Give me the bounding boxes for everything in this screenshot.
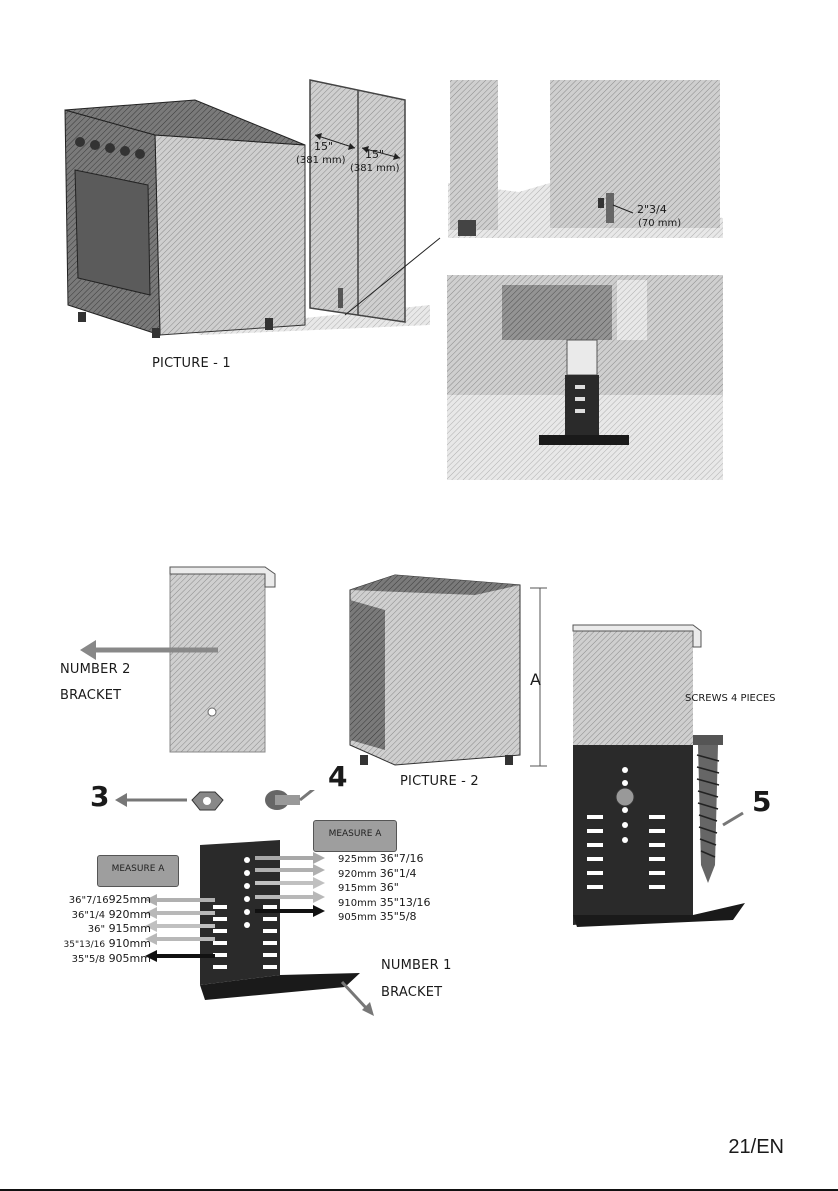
dim-right-mm: (381 mm): [350, 163, 400, 174]
right-measures-list: 925mm 36"7/16 920mm 36"1/4 915mm 36" 910…: [338, 852, 431, 925]
cooker-side-illustration: [335, 570, 555, 775]
range-cooker-illustration: [40, 60, 460, 360]
bracket-assembly-illustration: [565, 615, 755, 930]
measure-a-box-left: MEASURE A: [97, 855, 179, 887]
bracket-2-arrow: [80, 635, 220, 665]
foot-detail-inset: [448, 78, 723, 238]
right-measure-row: 910mm 35"13/16: [338, 896, 431, 911]
callout-3: 3: [90, 780, 109, 813]
right-measure-row: 905mm 35"5/8: [338, 910, 431, 925]
left-measure-row: 36"7/16925mm: [56, 893, 151, 908]
bracket-2-label: BRACKET: [60, 688, 121, 703]
page-number: 21/EN: [728, 1136, 784, 1159]
left-measure-row: 36"1/4 920mm: [56, 908, 151, 923]
callout-5: 5: [752, 785, 771, 818]
picture-1-caption: PICTURE - 1: [152, 356, 231, 371]
picture-2-caption: PICTURE - 2: [400, 774, 479, 789]
bracket-1-label: BRACKET: [381, 985, 442, 1000]
right-measure-arrows: [255, 850, 335, 930]
bracket-1-arrow: [340, 980, 380, 1020]
height-a-label: A: [530, 670, 541, 689]
foot-height-mm: (70 mm): [638, 218, 681, 229]
right-measure-row: 915mm 36": [338, 881, 431, 896]
number-2-label: NUMBER 2: [60, 662, 131, 677]
left-measure-row: 35"5/8 905mm: [56, 952, 151, 967]
dim-left-mm: (381 mm): [296, 155, 346, 166]
number-1-label: NUMBER 1: [381, 958, 452, 973]
right-measure-row: 920mm 36"1/4: [338, 867, 431, 882]
foot-height-inch: 2"3/4: [637, 203, 667, 216]
dim-left-inch: 15": [314, 140, 333, 153]
left-measure-row: 36" 915mm: [56, 922, 151, 937]
left-measures-list: 36"7/16925mm 36"1/4 920mm 36" 915mm 35"1…: [56, 893, 151, 967]
dim-right-inch: 15": [365, 148, 384, 161]
left-measure-arrows: [145, 893, 215, 965]
nut-screw-parts: [115, 790, 345, 830]
callout-4: 4: [328, 760, 347, 793]
right-measure-row: 925mm 36"7/16: [338, 852, 431, 867]
left-measure-row: 35"13/16 910mm: [56, 937, 151, 953]
bracket-detail-inset: [447, 275, 723, 480]
screws-label: SCREWS 4 PIECES: [685, 693, 776, 704]
